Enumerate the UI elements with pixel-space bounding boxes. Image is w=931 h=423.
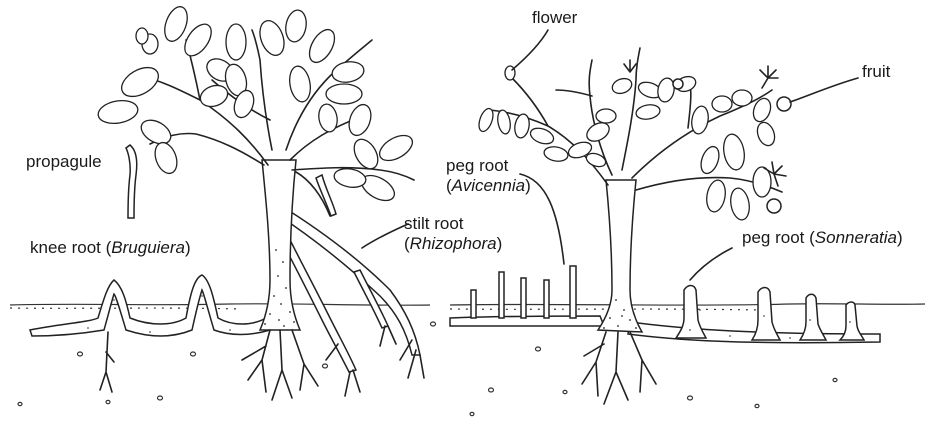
label-stilt-root-rhizophora: stilt root (Rhizophora): [404, 214, 502, 254]
leader-fruit: [790, 78, 858, 102]
leader-flower: [512, 30, 548, 70]
label-knee-root-bruguiera: knee root (Bruguiera): [30, 238, 191, 258]
label-knee-root-name: knee root: [30, 238, 101, 257]
label-flower-text: flower: [532, 8, 577, 27]
label-sonneratia-genus: Sonneratia: [815, 228, 897, 247]
label-peg-root-avicennia-name: peg root: [446, 156, 508, 175]
soil-surface: [10, 304, 925, 310]
label-fruit: fruit: [862, 62, 890, 82]
left-mangrove-tree: [30, 4, 424, 400]
label-peg-root-sonneratia-name: peg root: [742, 228, 804, 247]
label-peg-root-avicennia: peg root (Avicennia): [446, 156, 531, 196]
label-avicennia-genus: Avicennia: [452, 176, 525, 195]
label-propagule-text: propagule: [26, 152, 102, 171]
label-bruguiera-genus: Bruguiera: [111, 238, 185, 257]
label-fruit-text: fruit: [862, 62, 890, 81]
label-peg-root-sonneratia: peg root (Sonneratia): [742, 228, 903, 248]
avicennia-peg-roots: [471, 266, 576, 318]
left-tree-leaves: [96, 4, 416, 206]
leader-peg-root-sonneratia: [690, 248, 732, 280]
label-flower: flower: [532, 8, 577, 28]
right-mangrove-tree: [450, 48, 880, 404]
label-stilt-root-name: stilt root: [404, 214, 464, 233]
label-propagule: propagule: [26, 152, 102, 172]
label-rhizophora-genus: Rhizophora: [410, 234, 497, 253]
leader-stilt-root: [362, 224, 408, 248]
